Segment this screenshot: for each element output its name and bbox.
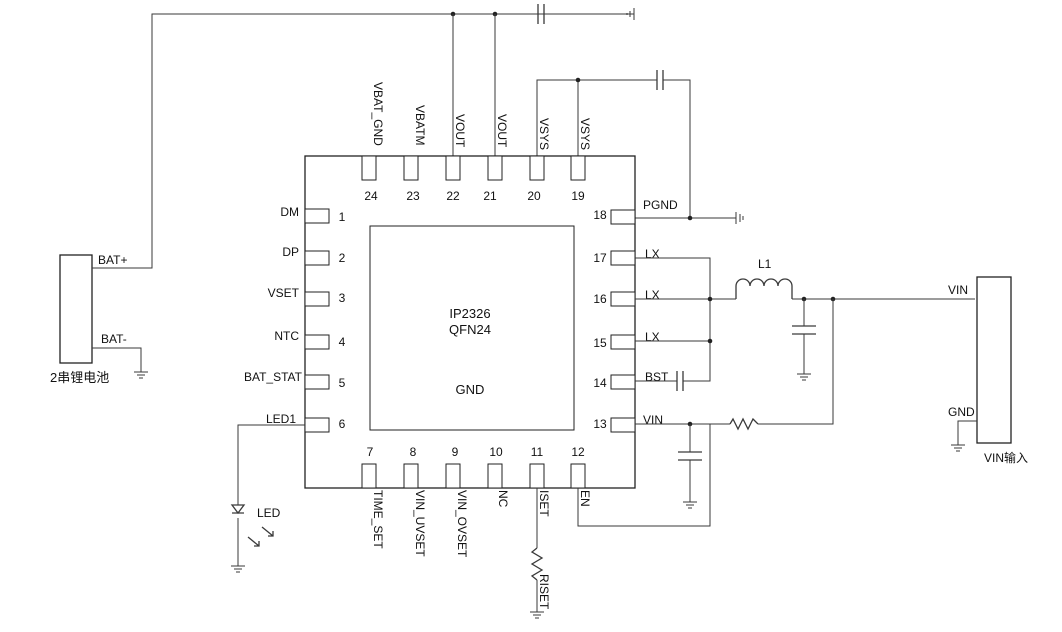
pin-name-nc: NC xyxy=(496,490,510,508)
vsys-capacitor xyxy=(656,70,664,90)
pin-number: 2 xyxy=(339,251,346,265)
output-capacitor xyxy=(792,325,816,335)
pin-number: 20 xyxy=(527,189,541,203)
pin-name-pgnd: PGND xyxy=(643,198,678,212)
vin-pin-wire xyxy=(635,299,834,425)
pin-number: 23 xyxy=(406,189,420,203)
pin-name-vbatm: VBATM xyxy=(413,105,427,145)
pin-number: 19 xyxy=(571,189,585,203)
pin-name-led1: LED1 xyxy=(266,412,296,426)
chip-package: QFN24 xyxy=(449,322,491,337)
chip-exposed-pad xyxy=(369,225,575,431)
pin-number: 18 xyxy=(593,208,607,222)
pin-number: 17 xyxy=(593,251,607,265)
pin-name-vin-uvset: VIN_UVSET xyxy=(413,490,427,557)
pin-name-vin: VIN xyxy=(643,413,663,427)
led1-wire xyxy=(237,424,305,566)
pin-number: 24 xyxy=(364,189,378,203)
iset-resistor-label: RISET xyxy=(537,574,551,610)
pin-number: 11 xyxy=(531,445,544,459)
junction-lx-15 xyxy=(707,338,713,344)
bst-capacitor xyxy=(676,371,684,391)
led-diode xyxy=(230,504,246,515)
right-pads xyxy=(610,209,636,433)
pin-number: 8 xyxy=(410,445,417,459)
vout-wires xyxy=(452,14,496,156)
pin-name-vin-ovset: VIN_OVSET xyxy=(455,490,469,558)
bat-minus-wire xyxy=(92,347,148,379)
pin-name-lx: LX xyxy=(645,288,660,302)
pin-number: 13 xyxy=(593,417,607,431)
en-wire xyxy=(577,424,711,527)
pin-number: 1 xyxy=(339,210,346,224)
pin-number: 10 xyxy=(489,445,503,459)
chip-center-pad-label: GND xyxy=(456,382,485,397)
pin-number: 15 xyxy=(593,336,607,350)
pgnd-ground-symbol xyxy=(735,212,744,224)
vin-input-vin-label: VIN xyxy=(948,283,968,297)
bat-plus-wire xyxy=(92,8,635,269)
led-label: LED xyxy=(257,506,281,520)
led-ground xyxy=(231,565,245,573)
pin-name-lx: LX xyxy=(645,330,660,344)
inductor-l1 xyxy=(735,278,793,299)
pin-number: 14 xyxy=(593,376,607,390)
top-capacitor xyxy=(537,4,545,24)
vin-input-caption: VIN输入 xyxy=(984,450,1028,465)
battery-minus-label: BAT- xyxy=(101,332,127,346)
pin-name-vout: VOUT xyxy=(495,114,509,148)
battery-connector xyxy=(59,254,93,364)
pin-name-vout: VOUT xyxy=(453,114,467,148)
vsys-wires xyxy=(536,79,691,218)
pin-number: 3 xyxy=(339,291,346,305)
pin-name-ntc: NTC xyxy=(274,329,299,343)
pin-name-vset: VSET xyxy=(268,286,300,300)
led-emission-arrows xyxy=(247,526,274,547)
pin-name-vsys: VSYS xyxy=(578,118,592,150)
pin-number: 9 xyxy=(452,445,459,459)
vin-input-ground xyxy=(951,444,965,452)
pin-name-lx: LX xyxy=(645,247,660,261)
pin-name-iset: ISET xyxy=(537,490,551,517)
pin-name-dm: DM xyxy=(280,205,299,219)
pin-name-dp: DP xyxy=(282,245,299,259)
pin-name-time-set: TIME_SET xyxy=(371,490,385,549)
battery-caption: 2串锂电池 xyxy=(50,370,109,385)
lx-wires xyxy=(635,257,736,382)
pin-name-vsys: VSYS xyxy=(537,118,551,150)
pin-number: 6 xyxy=(339,417,346,431)
vin-input-gnd-wire xyxy=(957,420,977,445)
vin-capacitor xyxy=(678,451,702,461)
vin-cap-ground xyxy=(683,501,697,509)
pin-number: 5 xyxy=(339,376,346,390)
inductor-label: L1 xyxy=(758,257,772,271)
pin-number: 22 xyxy=(446,189,460,203)
top-pads xyxy=(361,155,586,181)
pin-name-vbat-gnd: VBAT_GND xyxy=(371,82,385,146)
vin-input-connector xyxy=(976,276,1012,444)
iset-ground xyxy=(530,611,544,619)
iset-resistor xyxy=(530,547,544,581)
chip-part-number: IP2326 xyxy=(449,306,490,321)
junction-lx-16 xyxy=(707,296,713,302)
battery-plus-label: BAT+ xyxy=(98,253,127,267)
junction-pgnd xyxy=(687,215,693,221)
pin-name-bst: BST xyxy=(645,370,669,384)
bottom-pads xyxy=(361,463,586,489)
pin-number: 12 xyxy=(571,445,585,459)
pin-number: 4 xyxy=(339,335,346,349)
vin-input-gnd-label: GND xyxy=(948,405,975,419)
output-cap-ground xyxy=(797,373,811,381)
vin-series-resistor xyxy=(729,417,759,431)
pin-number: 16 xyxy=(593,292,607,306)
pin-name-bat-stat: BAT_STAT xyxy=(244,370,303,384)
pin-name-en: EN xyxy=(578,490,592,507)
pin-number: 7 xyxy=(367,445,374,459)
junction-vsys xyxy=(575,77,581,83)
pin-number: 21 xyxy=(483,189,497,203)
